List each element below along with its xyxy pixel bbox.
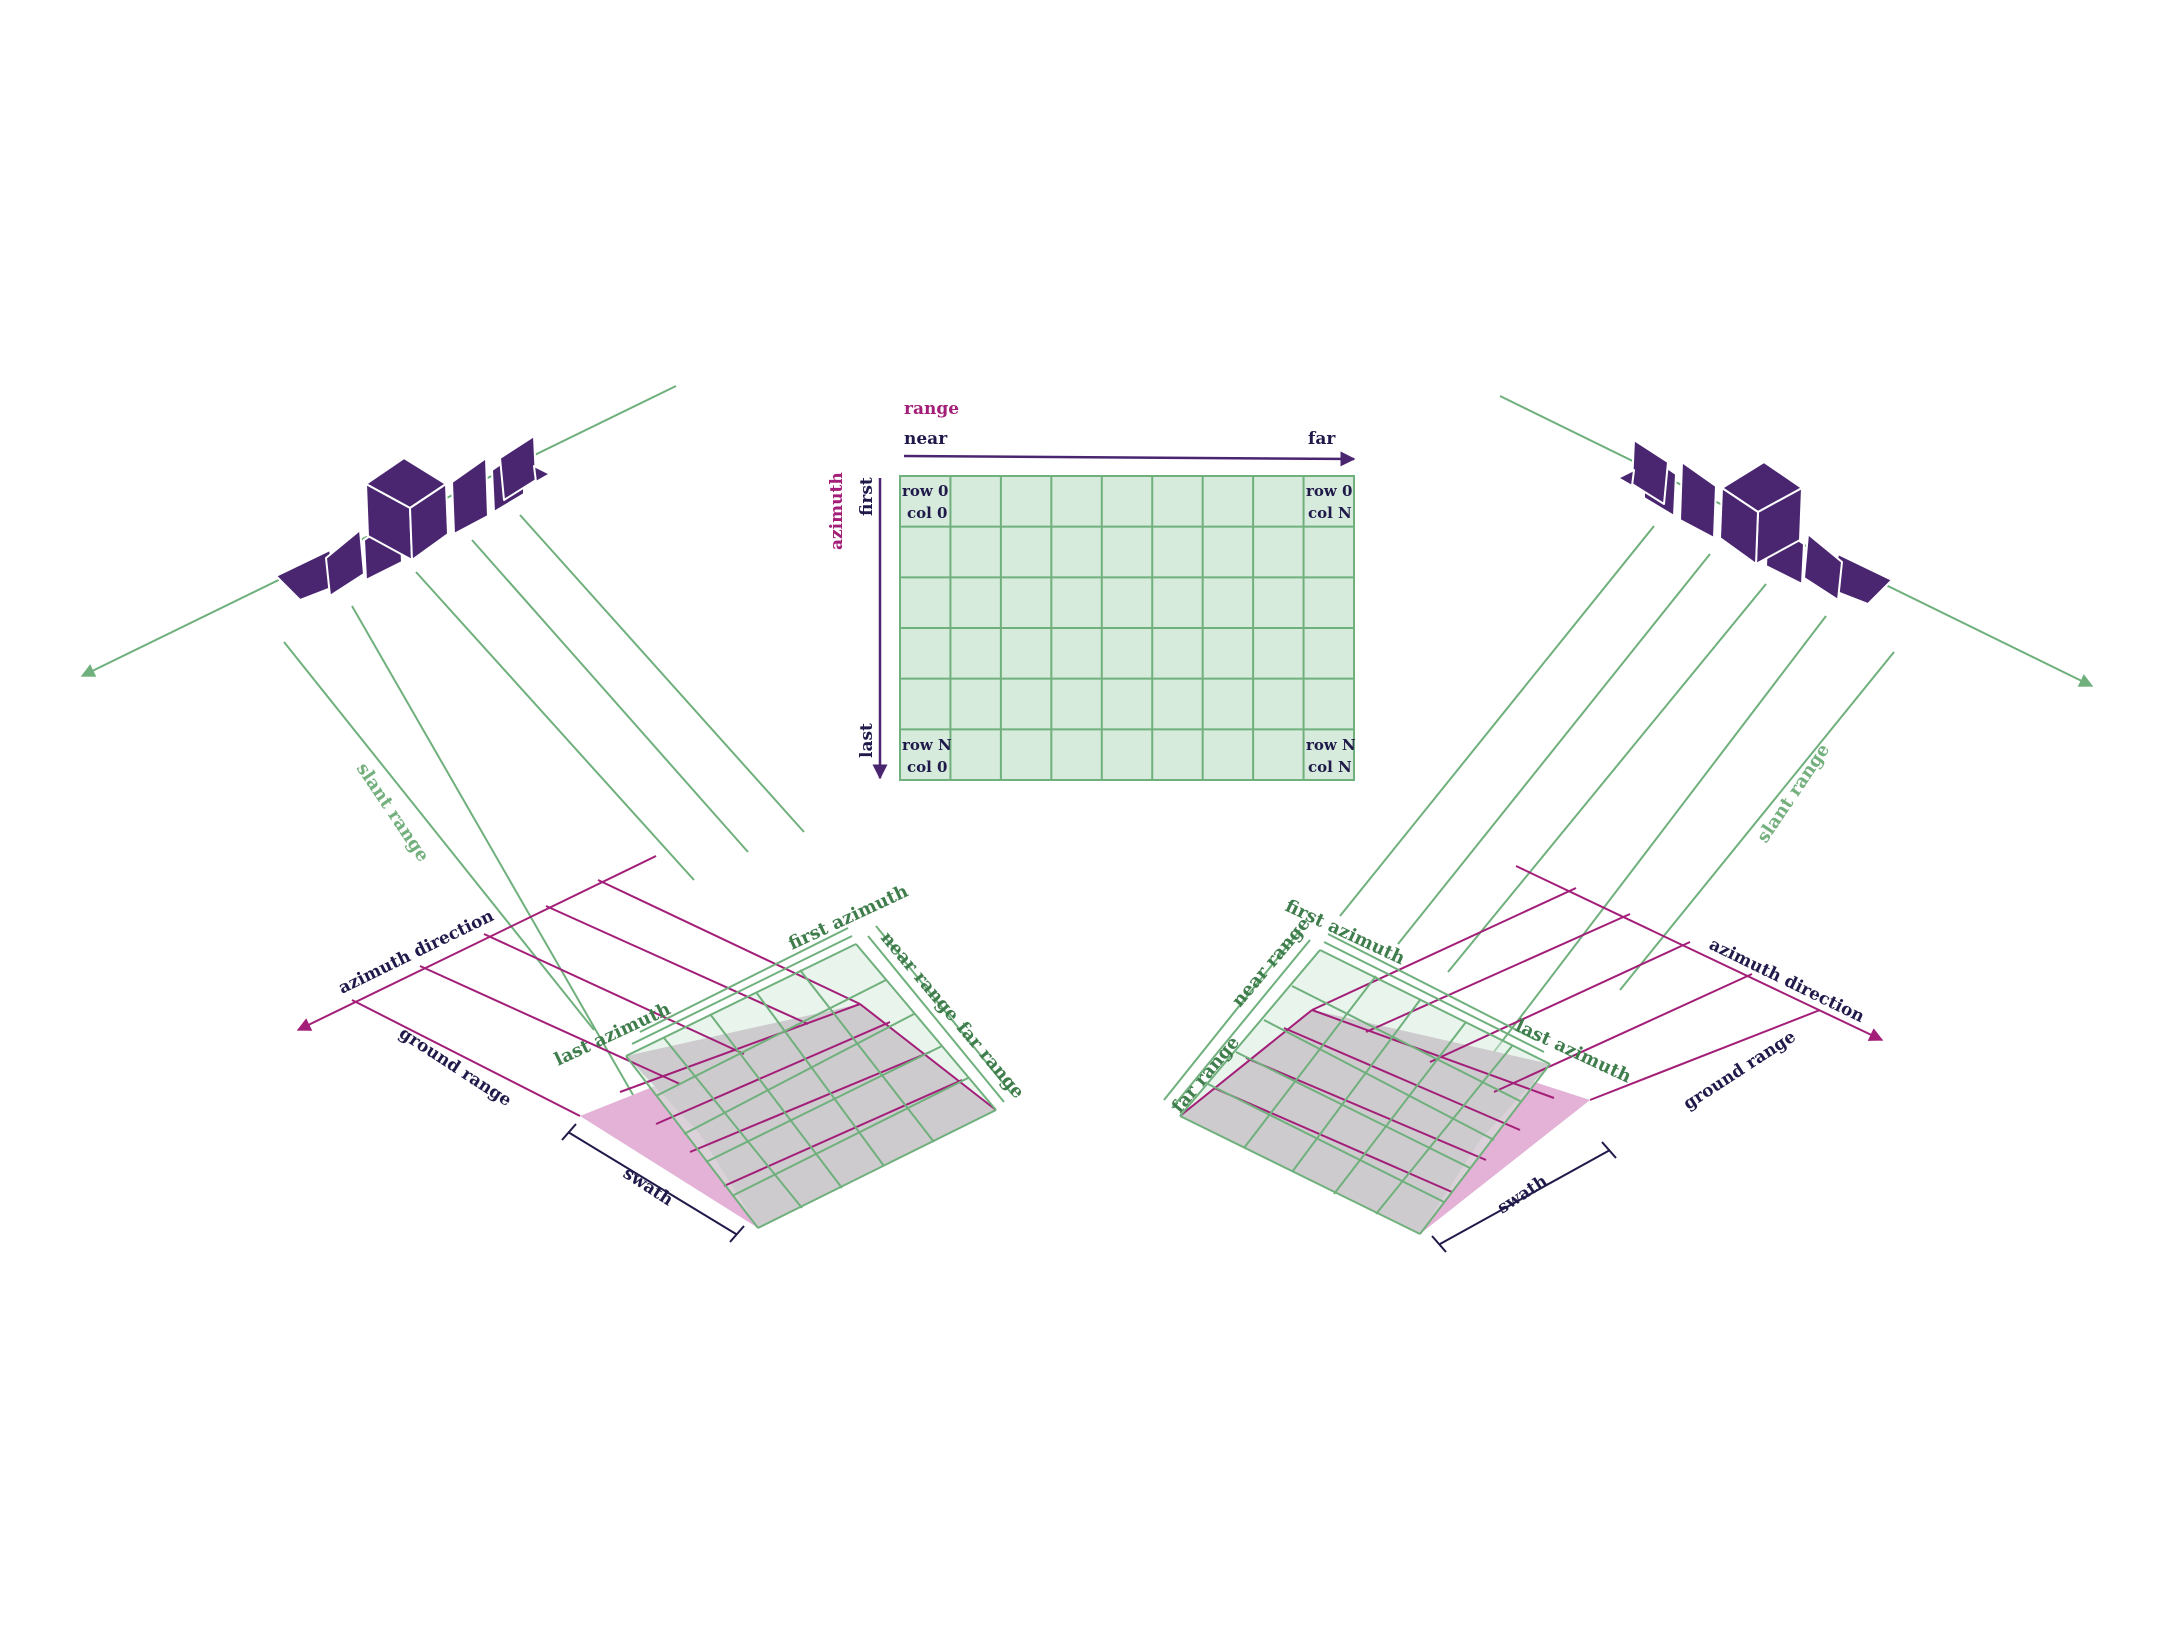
corner-top-right-row: row 0 — [1306, 482, 1352, 500]
corner-bottom-left-row: row N — [902, 736, 952, 754]
corner-bottom-right-col: col N — [1308, 758, 1352, 776]
right-image-grid — [1163, 929, 1551, 1235]
right-satellite-icon — [1617, 439, 1893, 605]
right-ground-lines — [1179, 865, 1884, 1193]
right-swath-bracket — [1431, 1141, 1617, 1253]
right-image-fill — [1180, 950, 1550, 1234]
left-image-fill — [626, 944, 996, 1228]
right-azimuth-direction-label: azimuth direction — [1706, 935, 1868, 1028]
range-arrow — [903, 451, 1356, 467]
image-grid-group: range near far azimuth first last row 0 … — [827, 399, 1356, 781]
left-ground-range-label: ground range — [395, 1023, 515, 1111]
last-label: last — [857, 723, 877, 758]
corner-top-left-col: col 0 — [907, 504, 948, 522]
corner-top-right-col: col N — [1308, 504, 1352, 522]
corner-top-left-row: row 0 — [902, 482, 948, 500]
far-label: far — [1308, 429, 1336, 449]
right-ground-range-label: ground range — [1680, 1027, 1800, 1115]
left-satellite-icon — [275, 435, 551, 601]
corner-bottom-left-col: col 0 — [907, 758, 948, 776]
near-label: near — [904, 429, 948, 449]
azimuth-label: azimuth — [827, 472, 847, 550]
left-slant-rays — [283, 514, 805, 1129]
left-image-grid — [625, 925, 1013, 1229]
range-label: range — [904, 399, 959, 419]
left-azimuth-direction-label: azimuth direction — [335, 906, 497, 999]
right-slant-range-label: slant range — [1753, 740, 1834, 847]
first-label: first — [857, 477, 877, 516]
left-swath-bracket — [561, 1123, 745, 1243]
left-view: slant range — [80, 385, 1028, 1243]
corner-bottom-right-row: row N — [1306, 736, 1356, 754]
image-grid-lines — [900, 476, 1354, 780]
right-slant-rays — [1339, 525, 1895, 1171]
right-swath-label: swath — [1494, 1171, 1551, 1218]
